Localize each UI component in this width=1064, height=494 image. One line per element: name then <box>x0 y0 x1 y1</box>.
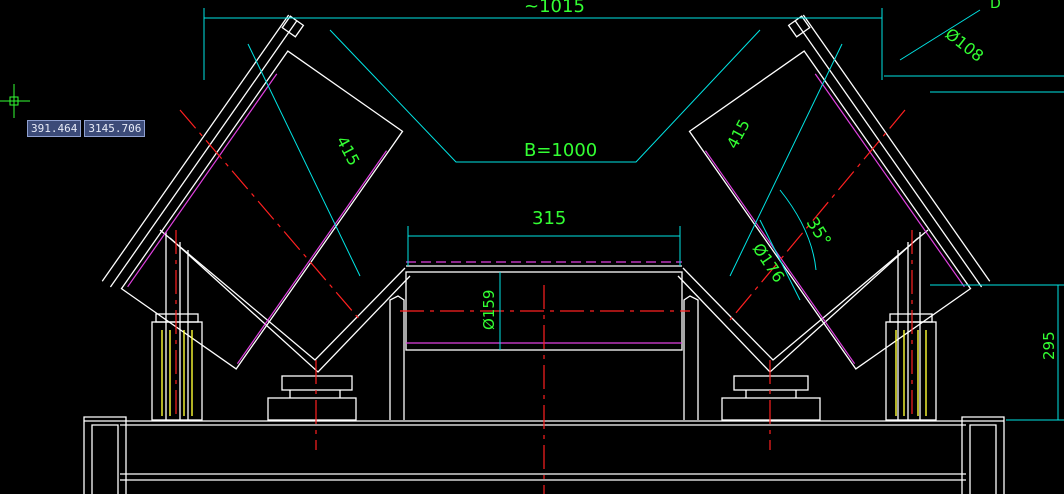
left-channel-inner <box>91 424 119 494</box>
center-left-bracket <box>389 295 405 420</box>
right-channel-outer <box>961 416 1005 494</box>
cursor-y-value: 3145.706 <box>84 120 146 137</box>
right-adjuster-housing <box>885 321 937 421</box>
belt-width-label: B=1000 <box>524 140 597 161</box>
trough-angle-arc <box>779 189 817 271</box>
left-wing-length-label: 415 <box>332 133 363 169</box>
right-wing-hidden-line <box>704 150 856 365</box>
right-wing-frame-inner <box>794 20 983 288</box>
left-wing-roller <box>120 50 404 370</box>
left-pivot-base <box>267 397 357 421</box>
wing-diameter-label: Ø176 <box>749 240 789 286</box>
right-wing-axis <box>729 109 906 321</box>
right-wing-length-dim-line <box>729 43 843 277</box>
left-v-support-inner <box>169 237 411 373</box>
right-wing-length-label: 415 <box>723 116 754 152</box>
center-right-bracket <box>683 295 699 420</box>
left-v-support <box>159 229 406 361</box>
left-wing-length-dim-line <box>247 43 361 277</box>
height-label: 295 <box>1040 331 1058 360</box>
right-adjuster-cap <box>889 313 933 323</box>
left-pivot-plate <box>281 375 353 391</box>
right-v-support-inner <box>677 237 919 373</box>
dimension-text-layer: ~1015 B=1000 315 415 415 35° Ø108 Ø176 Ø… <box>332 0 1058 360</box>
left-adjuster-housing <box>151 321 203 421</box>
right-wing-roller-group <box>688 14 991 370</box>
right-channel-inner <box>969 424 997 494</box>
right-pivot-plate <box>733 375 809 391</box>
bolt-layer <box>161 330 927 416</box>
overall-width-label: ~1015 <box>524 0 585 17</box>
right-v-support <box>682 229 929 361</box>
right-wing-roller <box>688 50 972 370</box>
bracket-diameter-leader <box>899 9 981 61</box>
left-wing-roller-group <box>101 14 404 370</box>
left-wing-hidden-line <box>236 150 388 365</box>
bracket-diameter-label: Ø108 <box>942 24 988 66</box>
cursor-coordinate-readout: 391.464 3145.706 <box>27 120 146 137</box>
corner-partial-label: D <box>990 0 1001 12</box>
center-line-layer <box>175 109 913 494</box>
right-wing-top-lug <box>787 15 811 38</box>
left-channel-outer <box>83 416 127 494</box>
cursor-crosshair <box>0 84 30 118</box>
left-wing-top-lug <box>281 15 305 38</box>
left-wing-frame-inner <box>109 20 298 288</box>
left-wing-hidden-line-2 <box>127 73 278 288</box>
right-wing-hidden-line-2 <box>814 73 965 288</box>
left-wing-frame-outer <box>101 14 290 282</box>
structure-layer <box>83 14 1005 494</box>
trough-angle-label: 35° <box>802 214 835 250</box>
center-length-label: 315 <box>532 208 566 229</box>
cursor-pick-box <box>9 96 19 106</box>
dimension-line-layer <box>203 8 1064 421</box>
wing-diameter-leader <box>759 219 801 301</box>
belt-trough-outline <box>329 29 761 163</box>
left-wing-axis <box>179 109 361 321</box>
right-pivot-base <box>721 397 821 421</box>
left-adjuster-cap <box>155 313 199 323</box>
cursor-x-value: 391.464 <box>27 120 82 137</box>
center-diameter-label: Ø159 <box>480 290 498 330</box>
